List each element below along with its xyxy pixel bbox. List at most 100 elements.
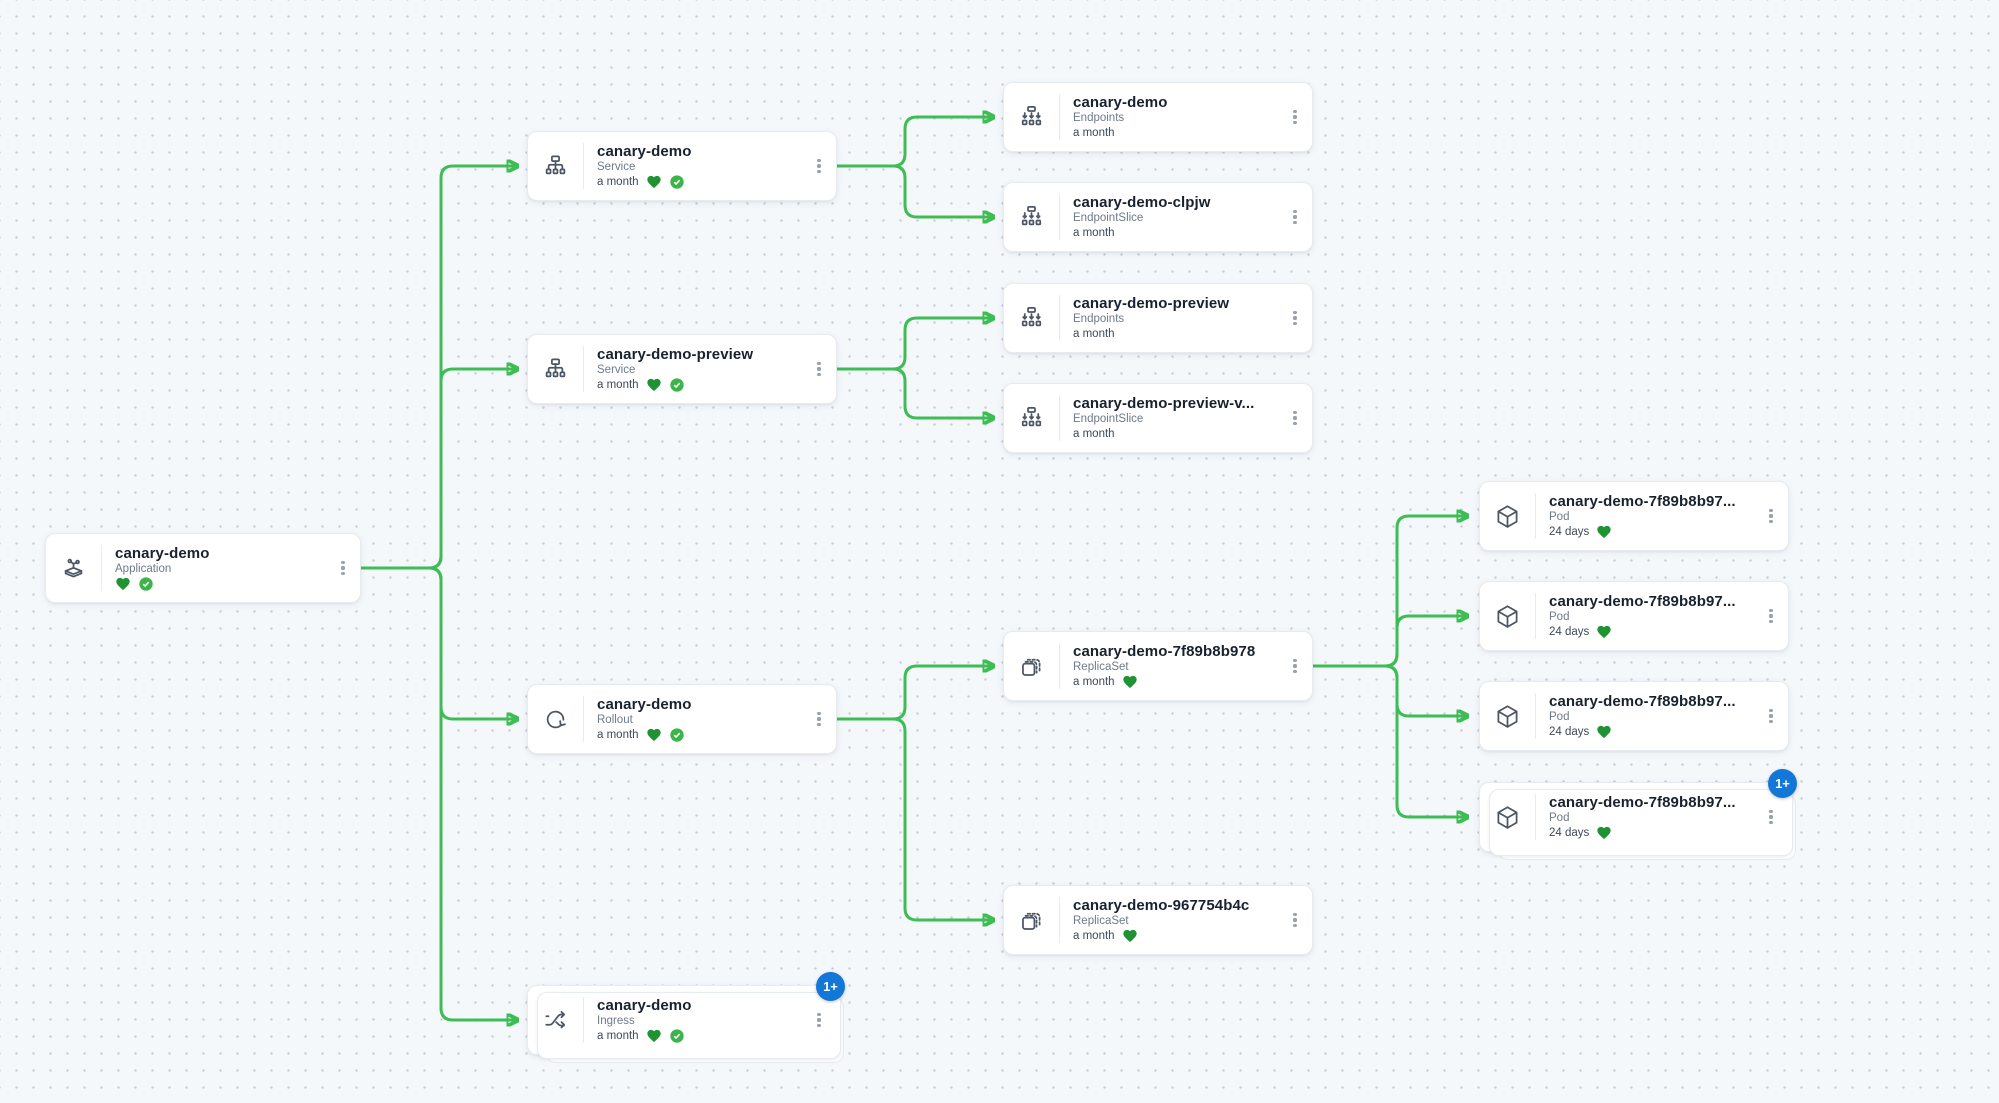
node-replicaset-canary-demo-7f89b8b978[interactable]: canary-demo-7f89b8b978 ReplicaSet a mont… xyxy=(1003,631,1313,701)
health-heart-icon xyxy=(646,1028,662,1044)
node-title: canary-demo-clpjw xyxy=(1073,194,1211,211)
node-age: a month xyxy=(1073,226,1115,239)
node-kind: Ingress xyxy=(597,1014,635,1027)
node-endpointslice-canary-demo-clpjw[interactable]: canary-demo-clpjw EndpointSlice a month xyxy=(1003,182,1313,252)
node-title: canary-demo-preview xyxy=(1073,295,1230,312)
endpointslice-icon xyxy=(1004,204,1059,231)
collapsed-count-badge[interactable]: 1+ xyxy=(816,972,845,1001)
divider xyxy=(583,997,584,1043)
node-pod-1[interactable]: canary-demo-7f89b8b97... Pod 24 days xyxy=(1479,481,1789,551)
node-kind: Pod xyxy=(1549,710,1570,723)
edge xyxy=(359,566,516,1020)
endpoints-icon xyxy=(1004,104,1059,131)
sync-check-icon xyxy=(669,377,685,393)
kebab-menu-button[interactable] xyxy=(1278,310,1312,326)
sync-check-icon xyxy=(669,1028,685,1044)
kebab-menu-button[interactable] xyxy=(802,711,836,727)
health-heart-icon xyxy=(646,377,662,393)
divider xyxy=(583,696,584,742)
divider xyxy=(1059,395,1060,441)
edge xyxy=(359,166,516,570)
edge xyxy=(834,164,992,217)
endpoints-icon xyxy=(1004,305,1059,332)
edge xyxy=(1311,616,1466,668)
node-application-canary-demo[interactable]: canary-demo Application xyxy=(45,533,361,603)
node-kind: Pod xyxy=(1549,510,1570,523)
divider xyxy=(1059,897,1060,943)
node-title: canary-demo-7f89b8b97... xyxy=(1549,492,1736,510)
divider xyxy=(1059,94,1060,140)
node-kind: Endpoints xyxy=(1073,313,1125,325)
sync-check-icon xyxy=(669,727,685,743)
node-kind: Pod xyxy=(1549,811,1570,824)
node-age: 24 days xyxy=(1549,625,1590,638)
health-heart-icon xyxy=(115,576,131,592)
edge xyxy=(834,717,992,920)
node-pod-3[interactable]: canary-demo-7f89b8b97... Pod 24 days xyxy=(1479,681,1789,751)
divider xyxy=(583,143,584,189)
collapsed-count-badge[interactable]: 1+ xyxy=(1768,769,1797,798)
node-age: a month xyxy=(1073,675,1115,688)
node-age: a month xyxy=(597,175,639,188)
sync-check-icon xyxy=(669,174,685,190)
kebab-menu-button[interactable] xyxy=(1278,912,1312,928)
kebab-menu-button[interactable] xyxy=(802,158,836,174)
node-title: canary-demo xyxy=(597,142,692,160)
node-title: canary-demo xyxy=(597,695,692,713)
node-pod-4[interactable]: 1+ canary-demo-7f89b8b97... Pod 24 days xyxy=(1479,769,1797,860)
node-rollout-canary-demo[interactable]: canary-demo Rollout a month xyxy=(527,684,837,754)
kebab-menu-button[interactable] xyxy=(1754,809,1788,825)
replicaset-icon xyxy=(1004,653,1059,680)
kebab-menu-button[interactable] xyxy=(1278,109,1312,125)
divider xyxy=(1059,643,1060,689)
node-kind: ReplicaSet xyxy=(1073,660,1129,673)
kebab-menu-button[interactable] xyxy=(1754,608,1788,624)
node-title: canary-demo xyxy=(115,544,210,562)
node-endpointslice-canary-demo-preview[interactable]: canary-demo-preview-v... EndpointSlice a… xyxy=(1003,383,1313,453)
kebab-menu-button[interactable] xyxy=(1278,209,1312,225)
node-age: 24 days xyxy=(1549,725,1590,738)
node-title: canary-demo-7f89b8b97... xyxy=(1549,592,1736,610)
node-endpoints-canary-demo-preview[interactable]: canary-demo-preview Endpoints a month xyxy=(1003,283,1313,353)
pod-icon xyxy=(1480,603,1535,630)
node-service-canary-demo-preview[interactable]: canary-demo-preview Service a month xyxy=(527,334,837,404)
edge xyxy=(834,117,992,168)
edge xyxy=(834,318,992,371)
kebab-menu-button[interactable] xyxy=(1754,708,1788,724)
kebab-menu-button[interactable] xyxy=(1278,658,1312,674)
divider xyxy=(1535,493,1536,539)
node-replicaset-canary-demo-967754b4c[interactable]: canary-demo-967754b4c ReplicaSet a month xyxy=(1003,885,1313,955)
node-ingress-canary-demo[interactable]: 1+ canary-demo Ingress a month xyxy=(527,972,845,1063)
kebab-menu-button[interactable] xyxy=(1278,410,1312,426)
endpointslice-icon xyxy=(1004,405,1059,432)
node-age: 24 days xyxy=(1549,525,1590,538)
node-age: a month xyxy=(1073,327,1115,340)
node-title: canary-demo xyxy=(1073,94,1168,111)
kebab-menu-button[interactable] xyxy=(802,1012,836,1028)
divider xyxy=(1059,194,1060,240)
health-heart-icon xyxy=(646,727,662,743)
kebab-menu-button[interactable] xyxy=(1754,508,1788,524)
node-pod-2[interactable]: canary-demo-7f89b8b97... Pod 24 days xyxy=(1479,581,1789,651)
node-kind: Pod xyxy=(1549,610,1570,623)
health-heart-icon xyxy=(1596,724,1612,740)
service-icon xyxy=(528,153,583,180)
divider xyxy=(583,346,584,392)
node-kind: Service xyxy=(597,363,636,376)
kebab-menu-button[interactable] xyxy=(802,361,836,377)
edge xyxy=(1311,664,1466,817)
sync-check-icon xyxy=(138,576,154,592)
health-heart-icon xyxy=(1122,674,1138,690)
pod-icon xyxy=(1480,804,1535,831)
node-kind: EndpointSlice xyxy=(1073,413,1144,425)
node-endpoints-canary-demo[interactable]: canary-demo Endpoints a month xyxy=(1003,82,1313,152)
node-kind: Endpoints xyxy=(1073,112,1125,124)
kebab-menu-button[interactable] xyxy=(326,560,360,576)
node-age: 24 days xyxy=(1549,826,1590,839)
node-service-canary-demo[interactable]: canary-demo Service a month xyxy=(527,131,837,201)
health-heart-icon xyxy=(1122,928,1138,944)
divider xyxy=(101,545,102,591)
health-heart-icon xyxy=(1596,524,1612,540)
node-title: canary-demo-7f89b8b97... xyxy=(1549,793,1736,811)
